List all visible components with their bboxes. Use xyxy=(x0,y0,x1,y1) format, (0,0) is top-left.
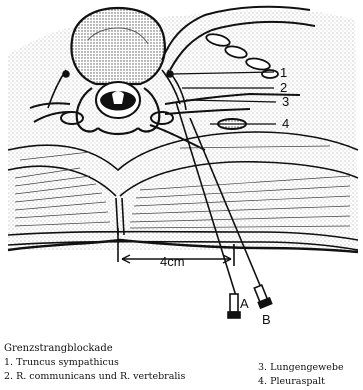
legend-item-3: 3. Lungengewebe xyxy=(258,362,344,374)
needle-b-label: B xyxy=(262,312,271,327)
label-3: 3 xyxy=(282,94,289,109)
spinal-cord xyxy=(96,82,140,118)
caption-title: Grenzstrangblockade xyxy=(4,343,113,355)
legend-item-1: 1. Truncus sympathicus xyxy=(4,357,119,369)
legend-item-2: 2. R. communicans und R. vertebralis xyxy=(4,371,185,383)
legend-item-4: 4. Pleuraspalt xyxy=(258,376,325,388)
anatomy-illustration: 1 2 3 4 4cm A B xyxy=(0,0,363,332)
needle-a-label: A xyxy=(240,296,249,311)
label-2: 2 xyxy=(280,80,287,95)
distance-label: 4cm xyxy=(160,254,185,269)
label-4: 4 xyxy=(282,116,289,131)
label-1: 1 xyxy=(280,65,287,80)
vertebral-body xyxy=(71,8,164,84)
back-tissue xyxy=(8,9,358,250)
